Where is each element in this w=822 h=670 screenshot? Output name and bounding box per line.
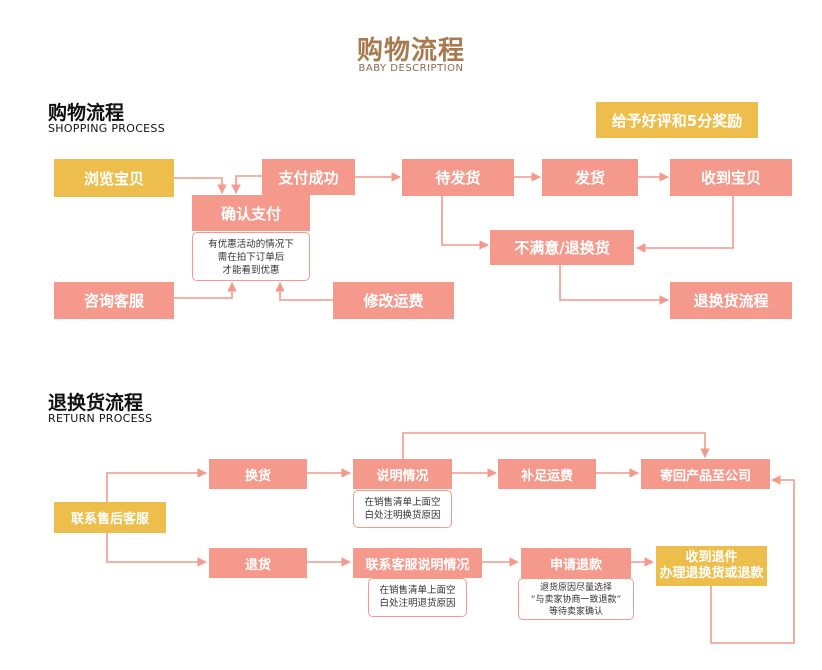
add-shipping-box: 补足运费 [498, 459, 596, 489]
header-subtitle: BABY DESCRIPTION [358, 63, 464, 74]
shopping-subtitle: SHOPPING PROCESS [48, 122, 166, 135]
discount-note: 有优惠活动的情况下 需在拍下订单后 才能看到优惠 [192, 232, 310, 281]
apply-note: 退货原因尽量选择 “与卖家协商一致退款” 等待卖家确认 [518, 578, 634, 620]
exchange-note-line: 白处注明换货原因 [364, 510, 441, 521]
send-back-box: 寄回产品至公司 [641, 459, 770, 489]
exchange-note-line: 在销售清单上面空 [364, 497, 441, 508]
exchange-box: 换货 [209, 459, 307, 489]
header-title: 购物流程 [356, 36, 465, 66]
explain-box: 说明情况 [353, 459, 452, 489]
discount-note-line: 才能看到优惠 [222, 265, 280, 276]
returns-subtitle: RETURN PROCESS [48, 412, 153, 425]
returns-title: 退换货流程 [48, 392, 144, 414]
refund-box: 退货 [209, 548, 307, 578]
contact-service-box: 联系售后客服 [54, 502, 166, 533]
exchange-note: 在销售清单上面空 白处注明换货原因 [353, 490, 452, 528]
unsatisfied-box: 不满意/退换货 [490, 230, 634, 265]
receive-return-line: 收到退件 [685, 550, 738, 565]
apply-note-line: 等待卖家确认 [548, 607, 603, 617]
shopping-title: 购物流程 [48, 102, 125, 124]
browse-box: 浏览宝贝 [54, 159, 174, 197]
refund-note: 在销售清单上面空 白处注明退货原因 [368, 578, 467, 617]
receive-return-line: 办理退换货或退款 [659, 566, 764, 581]
apply-refund-box: 申请退款 [521, 548, 631, 578]
discount-note-line: 需在拍下订单后 [217, 252, 285, 263]
ship-box: 发货 [542, 159, 638, 196]
contact-explain-box: 联系客服说明情况 [353, 548, 482, 578]
modify-shipping-box: 修改运费 [333, 282, 454, 319]
apply-note-line: 退货原因尽量选择 [539, 583, 612, 593]
receive-return-box: 收到退件 办理退换货或退款 [656, 546, 767, 586]
await-ship-box: 待发货 [402, 159, 514, 196]
return-flow-box: 退换货流程 [670, 282, 792, 319]
refund-note-line: 在销售清单上面空 [379, 585, 456, 596]
reward-box: 给予好评和5分奖励 [596, 102, 758, 138]
discount-note-line: 有优惠活动的情况下 [208, 239, 294, 250]
consult-box: 咨询客服 [54, 282, 174, 319]
apply-note-line: “与卖家协商一致退款” [530, 595, 622, 605]
pay-success-box: 支付成功 [262, 159, 355, 195]
refund-note-line: 白处注明退货原因 [379, 598, 456, 609]
confirm-pay-box: 确认支付 [192, 195, 310, 231]
receive-box: 收到宝贝 [670, 159, 792, 196]
